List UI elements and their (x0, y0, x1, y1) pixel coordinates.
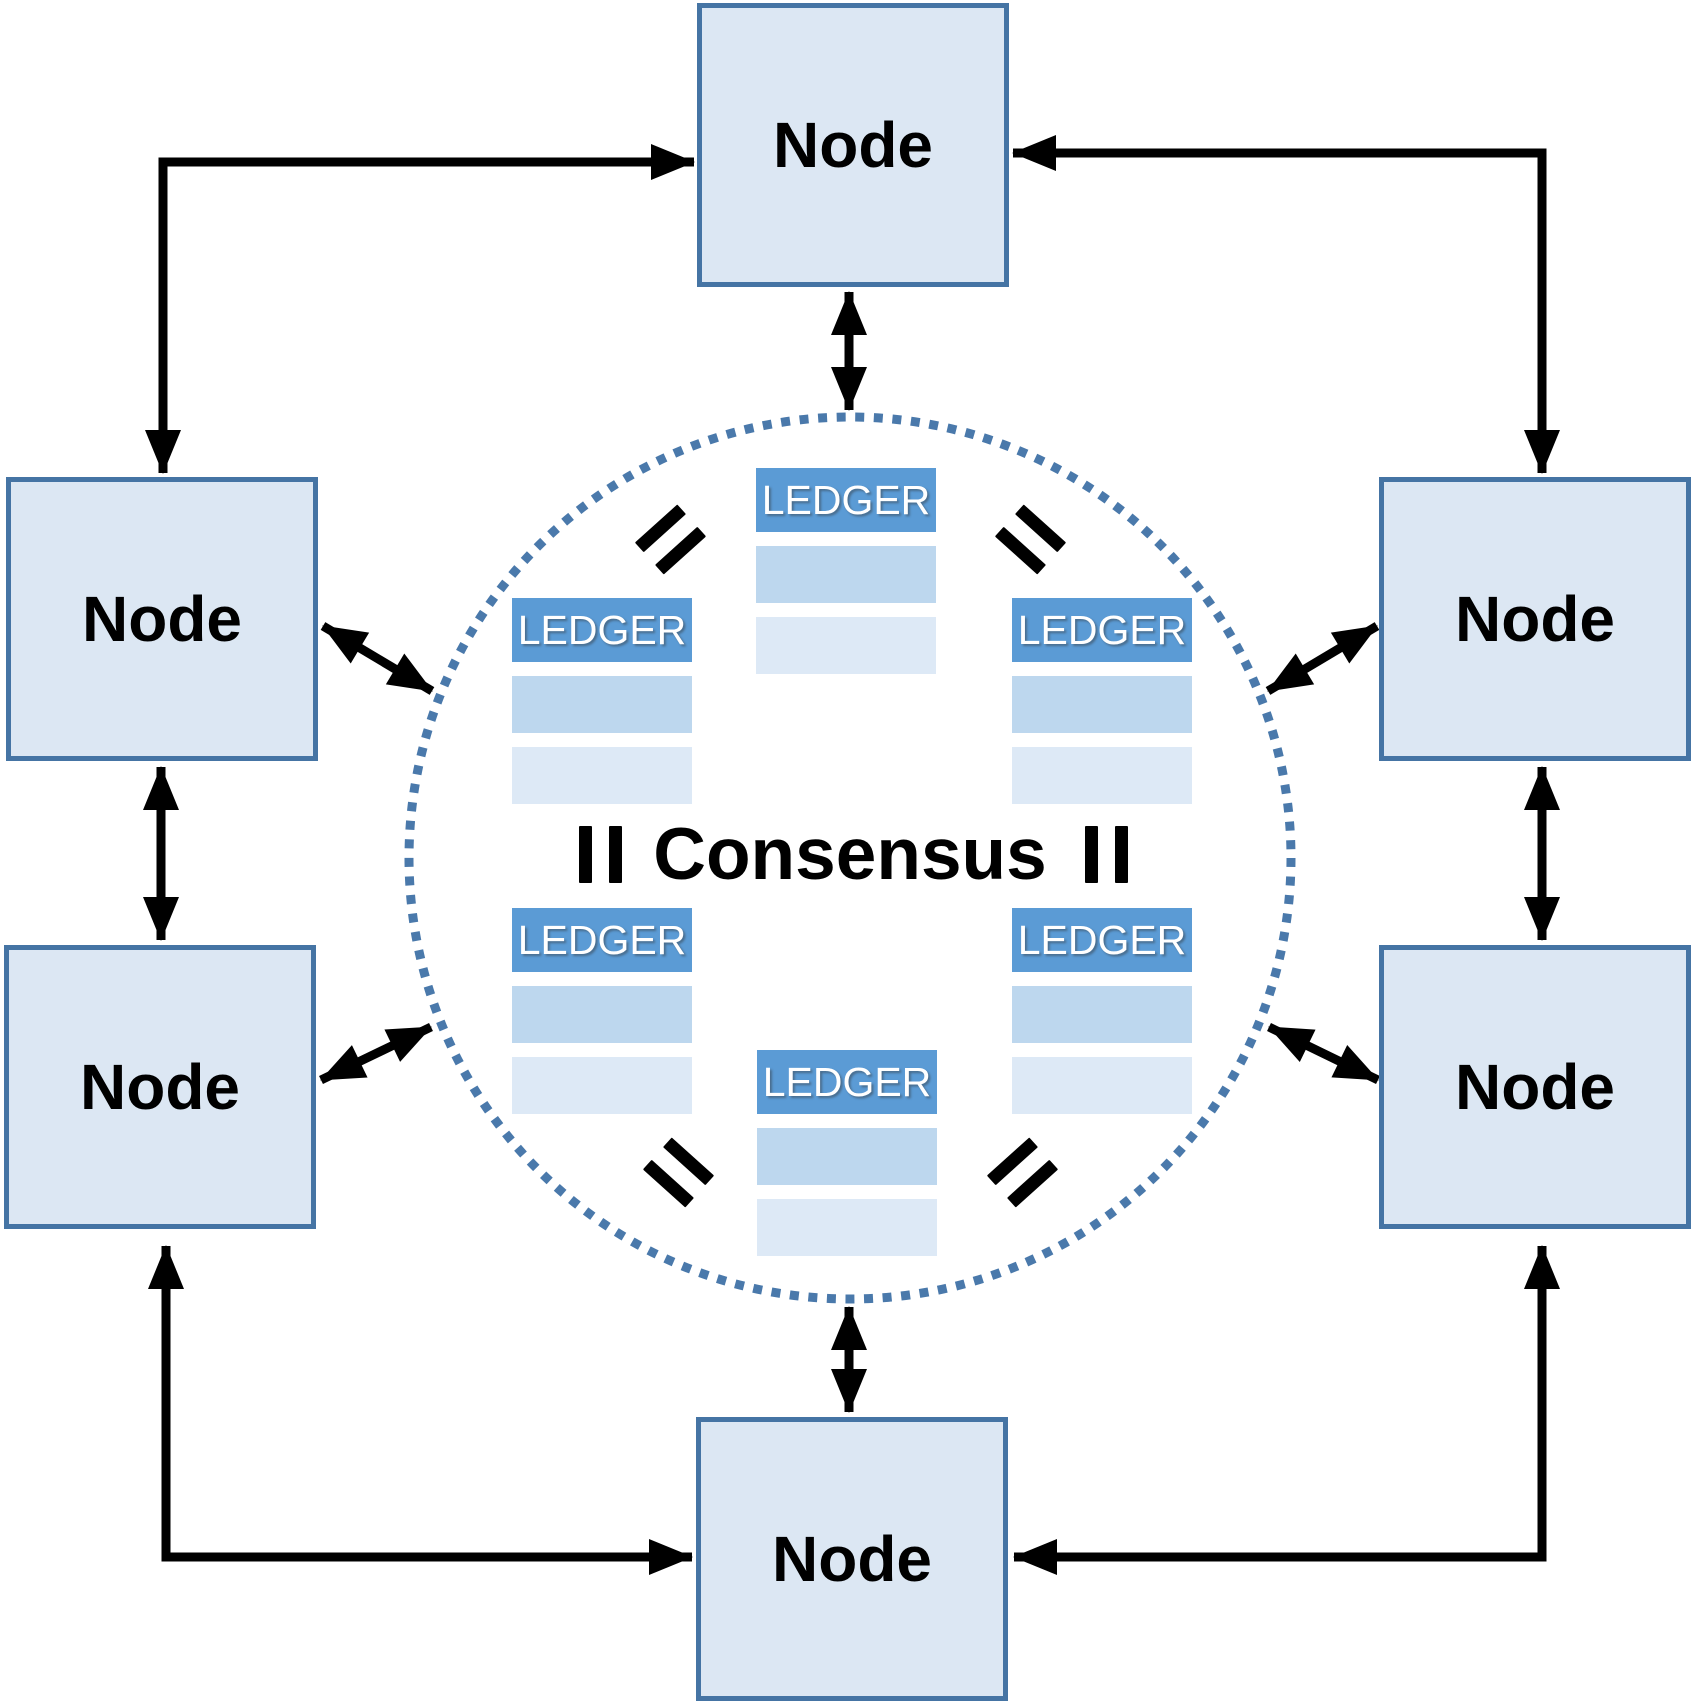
node-label: Node (80, 1051, 240, 1123)
arrow-lowerrightnode-circle (1267, 1022, 1380, 1085)
ledger-table-lower-left: LEDGER (512, 908, 692, 1114)
node-label: Node (773, 109, 933, 181)
node-label: Node (1455, 1051, 1615, 1123)
ledger-row (757, 1128, 937, 1185)
node-box-lower-left: Node (4, 945, 316, 1229)
ledger-header: LEDGER (512, 908, 692, 972)
arrow-top-to-upperleft-elbow (145, 144, 695, 474)
ledger-header: LEDGER (1012, 598, 1192, 662)
ledger-table-bottom: LEDGER (757, 1050, 937, 1256)
ledger-row (512, 747, 692, 804)
ledger-table-lower-right: LEDGER (1012, 908, 1192, 1114)
node-box-upper-left: Node (6, 477, 318, 761)
node-box-top: Node (697, 3, 1009, 287)
ledger-header: LEDGER (757, 1050, 937, 1114)
ledger-table-upper-left: LEDGER (512, 598, 692, 804)
ledger-header: LEDGER (756, 468, 936, 532)
arrow-lowerleftnode-circle (319, 1022, 433, 1085)
arrow-upperrightnode-circle (1265, 622, 1380, 695)
node-box-upper-right: Node (1379, 477, 1691, 761)
ledger-row (756, 617, 936, 674)
ledger-header: LEDGER (512, 598, 692, 662)
arrow-bottom-to-lowerleft-elbow (148, 1245, 693, 1575)
ledger-row (512, 986, 692, 1043)
ledger-row (512, 676, 692, 733)
arrow-upperleftnode-circle (320, 622, 435, 695)
consensus-title: Consensus (653, 814, 1047, 895)
ledger-table-top: LEDGER (756, 468, 936, 674)
ledger-header: LEDGER (1012, 908, 1192, 972)
arrow-bottom-to-lowerright-elbow (1013, 1245, 1560, 1575)
node-label: Node (82, 583, 242, 655)
ledger-table-upper-right: LEDGER (1012, 598, 1192, 804)
node-label: Node (1455, 583, 1615, 655)
consensus-boundary-circle (404, 412, 1296, 1304)
ledger-row (1012, 676, 1192, 733)
node-box-lower-right: Node (1379, 945, 1691, 1229)
ledger-row (1012, 747, 1192, 804)
node-label: Node (772, 1523, 932, 1595)
node-box-bottom: Node (696, 1417, 1008, 1701)
ledger-row (757, 1199, 937, 1256)
ledger-row (756, 546, 936, 603)
ledger-row (1012, 986, 1192, 1043)
ledger-row (512, 1057, 692, 1114)
ledger-row (1012, 1057, 1192, 1114)
arrow-top-to-upperright-elbow (1012, 135, 1560, 474)
